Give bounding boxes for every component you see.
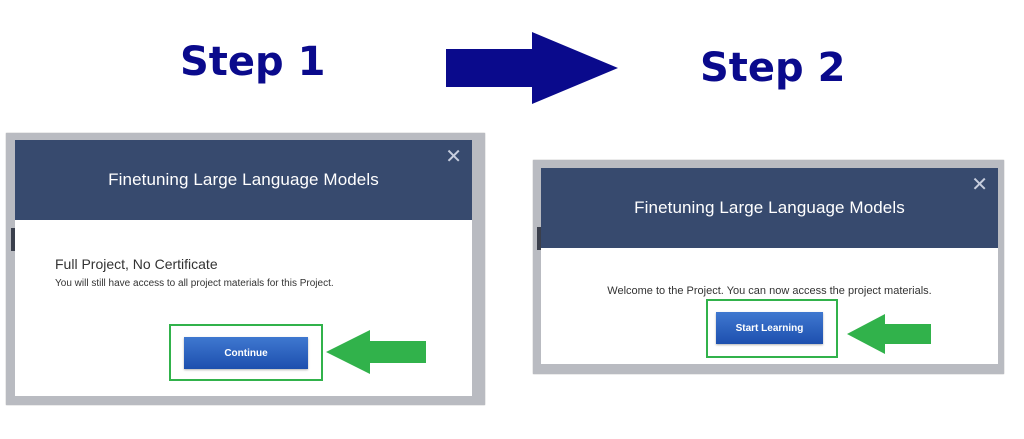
start-learning-highlight: Start Learning [706,299,838,358]
step1-label: Step 1 [180,39,326,85]
continue-highlight: Continue [169,324,323,381]
start-learning-button[interactable]: Start Learning [716,312,823,344]
welcome-message: Welcome to the Project. You can now acce… [607,285,932,297]
arrow-left-icon [326,330,426,374]
dialog-header: Finetuning Large Language Models ✕ [541,168,998,248]
step2-screenshot: Finetuning Large Language Models ✕ Welco… [533,160,1004,374]
close-icon[interactable]: ✕ [971,172,988,196]
step2-label: Step 2 [700,45,846,91]
close-icon[interactable]: ✕ [445,144,462,168]
option-title: Full Project, No Certificate [55,256,218,272]
dialog-title: Finetuning Large Language Models [108,170,379,189]
dialog-title: Finetuning Large Language Models [634,198,905,217]
background-sliver [11,228,15,251]
welcome-dialog: Finetuning Large Language Models ✕ Welco… [541,168,998,364]
background-sliver [537,227,541,250]
arrow-left-icon [847,314,931,354]
continue-button[interactable]: Continue [184,337,308,369]
option-description: You will still have access to all projec… [55,278,334,289]
arrow-right-icon [446,32,618,104]
dialog-header: Finetuning Large Language Models ✕ [15,140,472,220]
